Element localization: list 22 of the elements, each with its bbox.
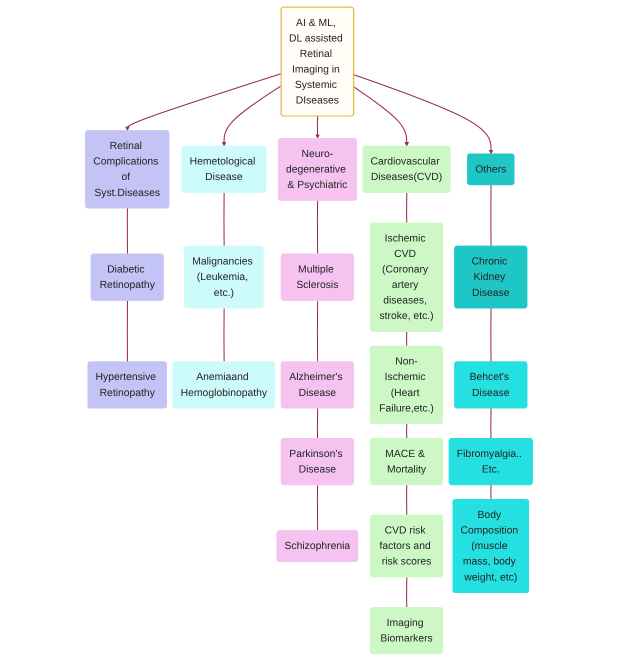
arrow: [354, 86, 410, 146]
connector: [126, 300, 128, 362]
arrow: [222, 84, 282, 146]
connector: [406, 576, 408, 607]
connector: [406, 424, 408, 438]
connector: [316, 408, 318, 438]
connector: [406, 331, 408, 346]
connector: [490, 308, 492, 362]
connector: [316, 200, 318, 254]
connector: [126, 208, 128, 254]
connector: [406, 484, 408, 515]
connector: [406, 192, 408, 222]
connector: [490, 184, 492, 246]
connector: [223, 308, 225, 362]
connector: [316, 484, 318, 530]
arrow: [315, 116, 320, 138]
arrow: [125, 72, 282, 130]
arrow: [354, 74, 494, 154]
connector: [490, 484, 492, 500]
connector: [223, 192, 225, 246]
connector: [316, 300, 318, 362]
connector: [490, 408, 492, 438]
